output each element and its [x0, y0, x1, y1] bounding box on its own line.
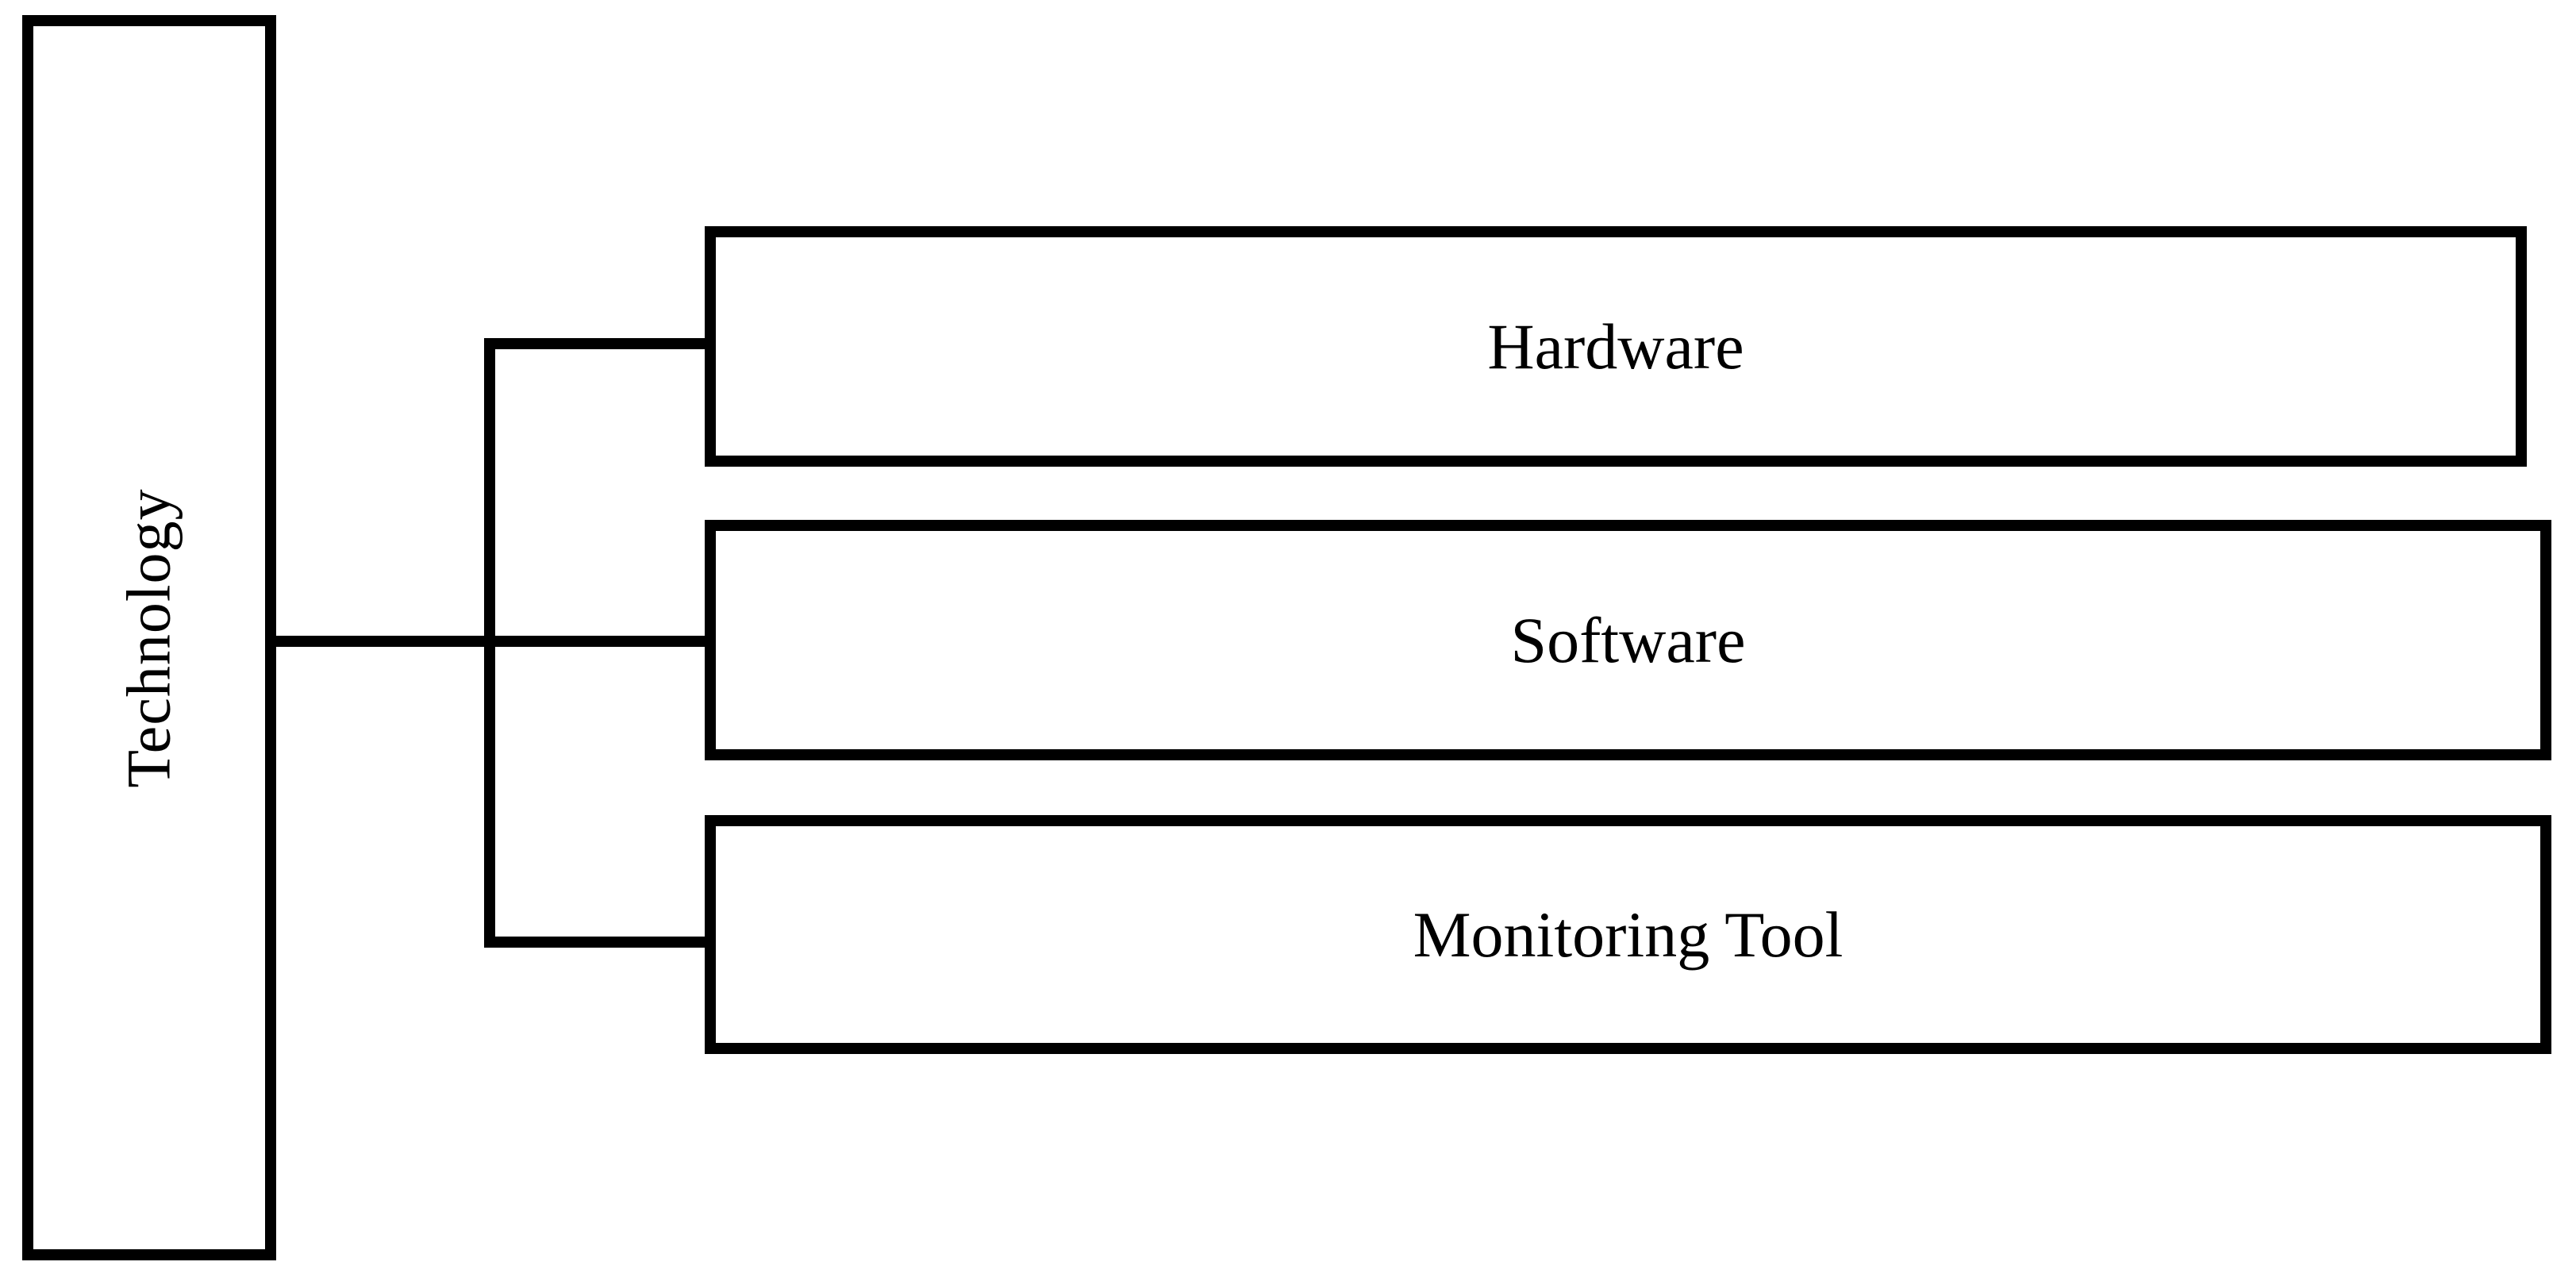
node-child-monitoring-tool-label: Monitoring Tool: [1413, 898, 1844, 971]
node-child-hardware[interactable]: Hardware: [705, 226, 2527, 467]
node-root-technology[interactable]: Technology: [22, 15, 276, 1260]
node-child-software-label: Software: [1510, 603, 1746, 676]
node-child-hardware-label: Hardware: [1487, 310, 1744, 383]
connector-branch-software: [484, 636, 716, 647]
node-root-technology-label: Technology: [114, 487, 183, 788]
connector-branch-monitoring: [484, 937, 716, 948]
node-child-monitoring-tool[interactable]: Monitoring Tool: [705, 815, 2551, 1054]
connector-trunk-horizontal: [265, 636, 495, 647]
node-child-software[interactable]: Software: [705, 520, 2551, 760]
connector-branch-hardware: [484, 338, 716, 349]
